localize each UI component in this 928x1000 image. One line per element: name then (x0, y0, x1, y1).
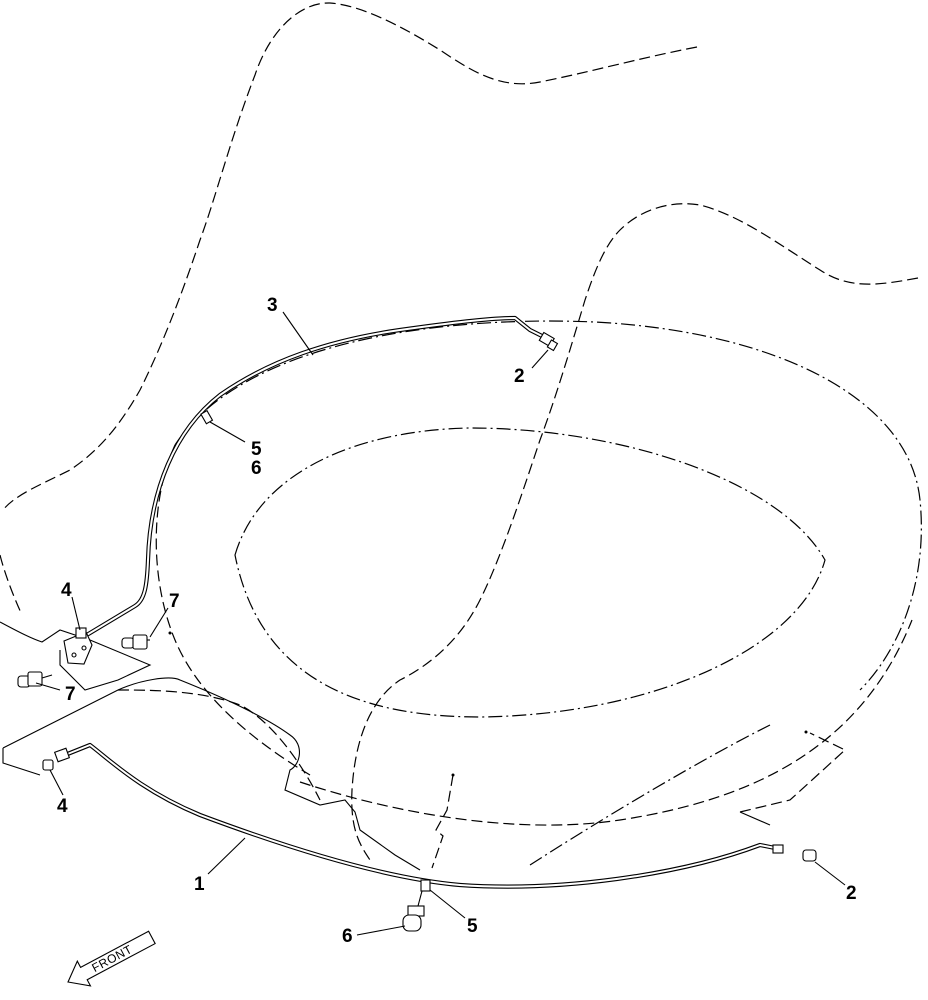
callout-4-lower: 4 (57, 796, 68, 817)
ring-lower-contour (155, 444, 311, 776)
bolt-6-lower (402, 890, 425, 932)
callout-2-lower: 2 (846, 883, 857, 904)
front-direction-arrow-icon: FRONT (67, 930, 156, 987)
ring-lower-rim (299, 619, 913, 826)
callout-7-lower: 7 (65, 684, 76, 705)
center-mark (804, 730, 808, 734)
frame-step-outline (0, 621, 152, 691)
callout-5-lower: 5 (467, 916, 478, 937)
frame-hidden-edge (117, 689, 321, 801)
right-frame-solid (739, 811, 771, 826)
frame-lower-edge (2, 677, 421, 871)
fitting-4-lower (42, 747, 71, 771)
bolt-hole (81, 645, 87, 651)
rear-housing-outline (351, 203, 919, 861)
elbow-fitting-2-upper-nut (546, 339, 559, 352)
housing-left-edge (0, 554, 23, 616)
diagonal-dash (529, 724, 771, 866)
break-line (431, 774, 454, 869)
fittings (17, 331, 817, 932)
clamp-5-upper (200, 409, 214, 425)
fitting-4-upper (75, 627, 87, 639)
callout-5-upper: 5 (251, 439, 262, 460)
swing-bearing-inner (234, 427, 826, 718)
callout-6-upper: 6 (251, 458, 262, 479)
upper-housing-outline (2, 2, 698, 511)
callout-3: 3 (267, 295, 278, 316)
swing-bearing-outer (174, 320, 922, 691)
clamp-5-lower (420, 879, 431, 892)
pipe-3 (82, 315, 553, 639)
callout-4-upper: 4 (61, 580, 72, 601)
callouts: 1 2 2 3 4 4 5 6 5 6 7 7 (57, 295, 857, 947)
callout-2-upper: 2 (514, 366, 525, 387)
grease-nipple-7-left (17, 671, 53, 688)
grease-nipple-7-right (121, 631, 172, 650)
center-mark (451, 773, 455, 777)
callout-6-lower: 6 (342, 926, 353, 947)
machine-outline (0, 2, 922, 871)
callout-1: 1 (194, 874, 205, 895)
right-frame-dash (739, 732, 847, 813)
elbow-fitting-2-lower (772, 844, 817, 862)
leader-lines (35, 311, 846, 936)
pipe-1 (57, 742, 783, 889)
bolt-hole (71, 652, 77, 658)
callout-7-upper: 7 (169, 591, 180, 612)
